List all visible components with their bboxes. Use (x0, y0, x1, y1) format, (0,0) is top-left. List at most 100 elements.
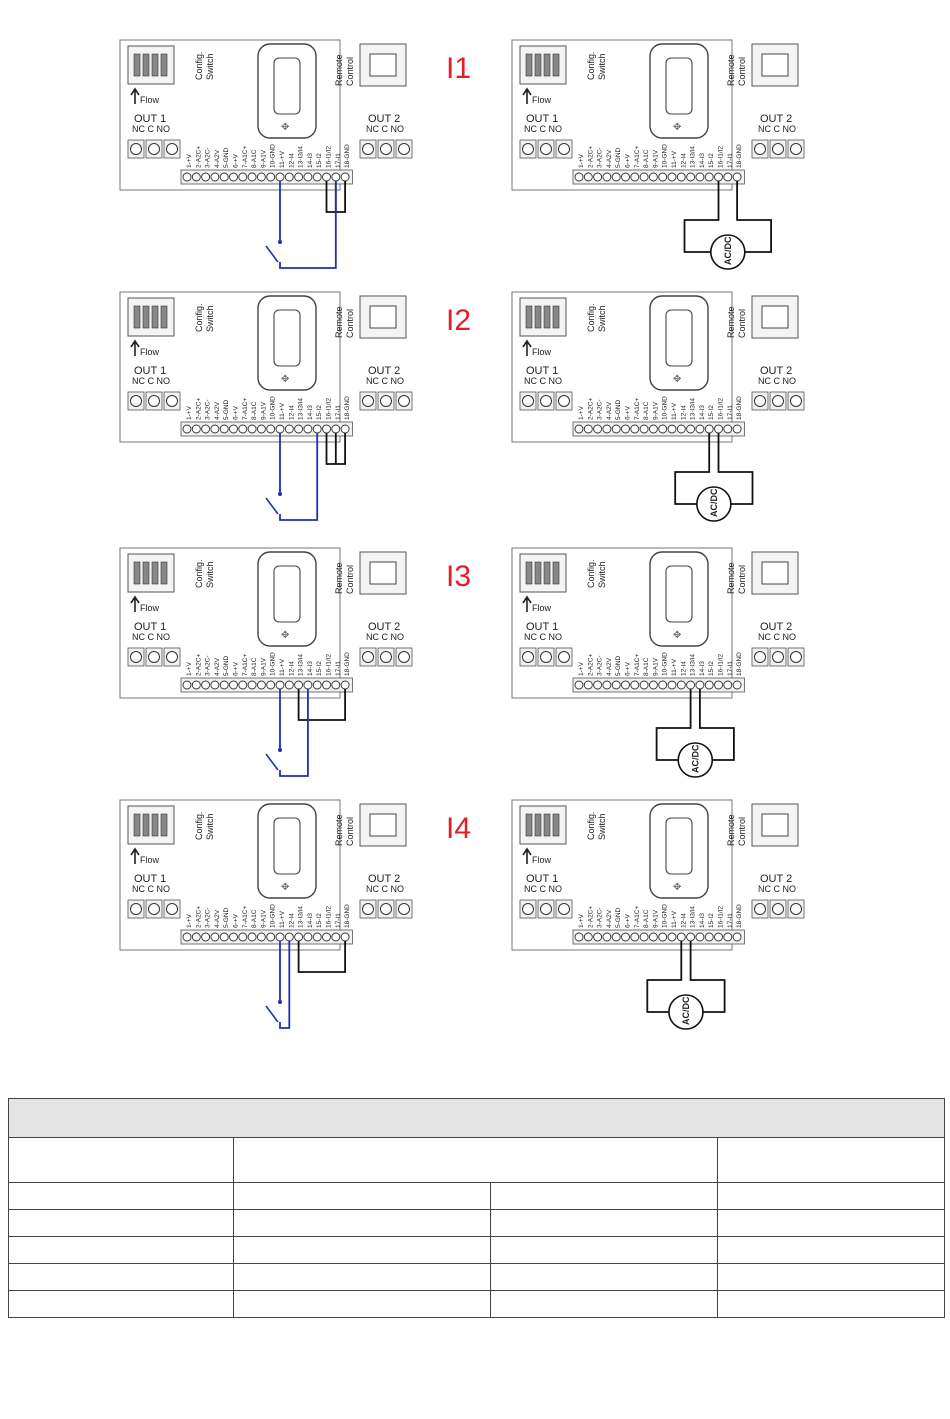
module-symbol-icon: ✥ (281, 374, 289, 385)
terminal-label: 3-A2C- (205, 147, 212, 168)
dip-switch-icon (552, 305, 560, 329)
module-symbol-icon: ✥ (281, 122, 289, 133)
jumper-wire (297, 941, 346, 973)
terminal-screw-icon (639, 680, 649, 690)
terminal-label: 14-I3 (699, 153, 706, 168)
out1-contacts: NC C NO (524, 376, 562, 386)
terminal-screw-icon (732, 172, 742, 182)
table-row (8, 1290, 945, 1318)
out2-screw-icon (772, 395, 784, 407)
terminal-label: 3-A2C- (205, 399, 212, 420)
dip-switch-icon (142, 305, 150, 329)
terminal-screw-icon (639, 424, 649, 434)
table-cell (8, 1290, 234, 1318)
out2-contacts: NC C NO (758, 884, 796, 894)
terminal-screw-icon (201, 932, 211, 942)
terminal-label: 16-I1/I2 (718, 906, 725, 928)
terminal-screw-icon (219, 680, 229, 690)
terminal-label: 8-A1C (251, 401, 258, 420)
terminal-label: 2-A2C+ (587, 906, 594, 928)
out1-title: OUT 1 (526, 873, 558, 885)
terminal-label: 18-GND (736, 904, 743, 928)
terminal-label: 3-A2C- (597, 907, 604, 928)
terminal-label: 7-A1C+ (634, 146, 641, 168)
module-slot (665, 57, 693, 115)
table-cell (8, 1263, 234, 1291)
terminal-label: 3-A2C- (205, 907, 212, 928)
terminal-label: 1-+V (578, 405, 585, 420)
remote-control-label-2: Control (345, 565, 355, 594)
terminal-screw-icon (266, 680, 276, 690)
terminal-screw-icon (593, 172, 603, 182)
table-cell (717, 1137, 945, 1183)
terminal-screw-icon (667, 680, 677, 690)
terminal-label: 11-+V (671, 910, 678, 928)
switch-blade-icon (265, 1005, 279, 1023)
terminal-label: 1-+V (186, 913, 193, 928)
terminal-label: 18-GND (344, 144, 351, 168)
terminal-label: 12-I4 (680, 405, 687, 420)
terminal-label: 2-A2C+ (195, 398, 202, 420)
out2-screw-icon (398, 395, 410, 407)
terminal-label: 13-I3/I4 (298, 146, 305, 168)
terminal-label: 8-A1C (643, 149, 650, 168)
out2-title: OUT 2 (368, 873, 400, 885)
terminal-label: 6-+V (625, 405, 632, 420)
terminal-screw-icon (676, 932, 686, 942)
ac-dc-source-icon (677, 742, 714, 778)
terminal-label: 2-A2C+ (587, 146, 594, 168)
terminal-screw-icon (574, 172, 584, 182)
out1-screw-icon (130, 651, 142, 663)
terminal-screw-icon (667, 172, 677, 182)
board-outline (119, 39, 341, 191)
flow-arrow-icon (130, 87, 140, 104)
rj-jack-icon (369, 813, 397, 837)
terminal-label: 5-GND (223, 655, 230, 676)
terminal-label: 6-+V (233, 405, 240, 420)
terminal-screw-icon (238, 172, 248, 182)
dip-switch-icon (534, 561, 542, 585)
terminal-label: 15-I2 (708, 661, 715, 676)
out2-title: OUT 2 (760, 621, 792, 633)
terminal-screw-icon (182, 172, 192, 182)
terminal-screw-icon (284, 680, 294, 690)
module-slot (273, 565, 301, 623)
terminal-label: 4-A2V (606, 657, 613, 676)
terminal-screw-icon (667, 932, 677, 942)
terminal-screw-icon (219, 172, 229, 182)
terminal-label: 18-GND (736, 144, 743, 168)
terminal-screw-icon (630, 424, 640, 434)
module-slot (665, 309, 693, 367)
table-cell (8, 1209, 234, 1237)
config-switch-label-2: Switch (597, 561, 607, 588)
out2-contacts: NC C NO (366, 632, 404, 642)
terminal-label: 17-I1 (335, 153, 342, 168)
terminal-label: 14-I3 (307, 153, 314, 168)
remote-control-label-1: Remote (726, 562, 736, 594)
table-cell (8, 1236, 234, 1264)
terminal-screw-icon (322, 172, 331, 182)
terminal-label: 17-I1 (335, 405, 342, 420)
out2-screw-icon (754, 143, 766, 155)
ac-dc-label: AC/DC (723, 236, 733, 265)
dip-switch-icon (534, 813, 542, 837)
board-outline (511, 291, 733, 443)
terminal-label: 18-GND (344, 396, 351, 420)
terminal-screw-icon (256, 424, 266, 434)
terminal-screw-icon (340, 172, 350, 182)
dip-switch-icon (543, 813, 551, 837)
terminal-label: 8-A1C (251, 657, 258, 676)
dip-switch-icon (133, 561, 141, 585)
terminal-label: 10-GND (270, 904, 277, 928)
out2-title: OUT 2 (760, 873, 792, 885)
rj-jack-icon (761, 813, 789, 837)
rj-jack-icon (761, 305, 789, 329)
terminal-screw-icon (732, 680, 742, 690)
module-slot (273, 817, 301, 875)
config-switch-label-1: Config. (586, 811, 596, 840)
terminal-screw-icon (574, 932, 584, 942)
remote-control-label-2: Control (737, 565, 747, 594)
terminal-screw-icon (210, 932, 220, 942)
